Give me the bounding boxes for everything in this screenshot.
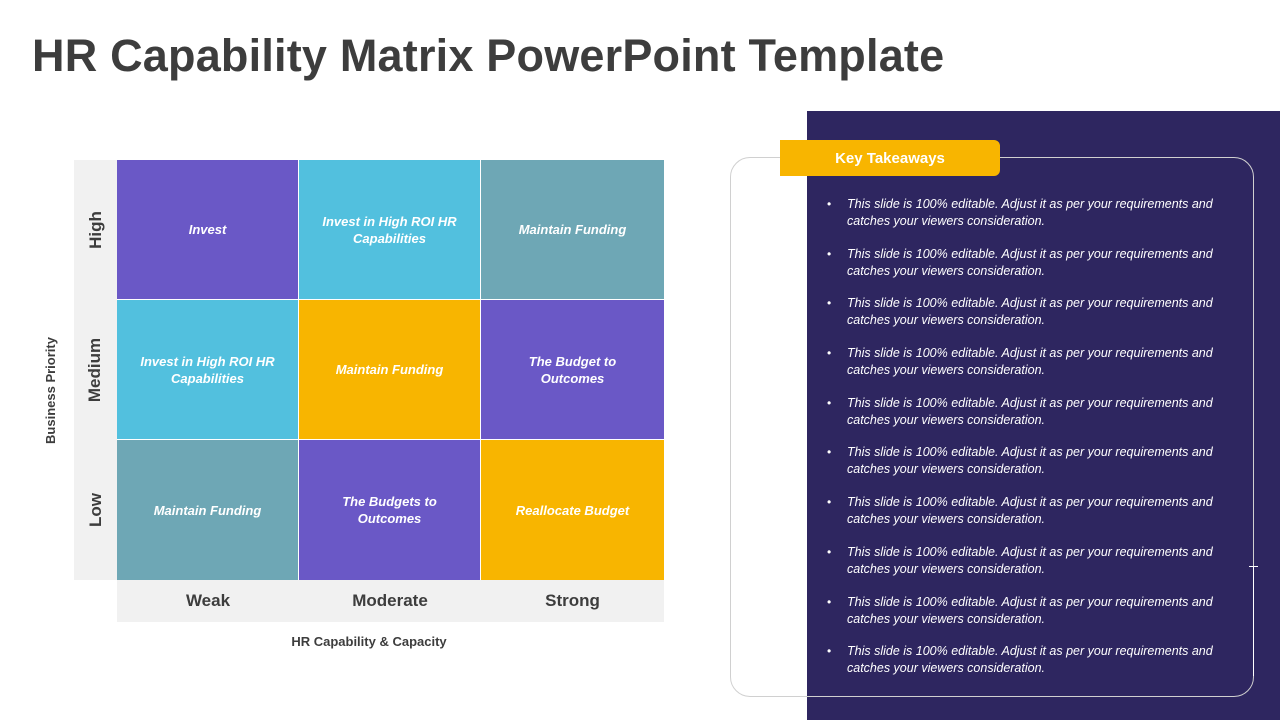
takeaway-text: This slide is 100% editable. Adjust it a… xyxy=(847,197,1213,228)
takeaway-text: This slide is 100% editable. Adjust it a… xyxy=(847,594,1213,626)
takeaway-item: • This slide is 100% editable. Adjust it … xyxy=(827,544,1227,594)
matrix-cell-low-moderate: The Budgets to Outcomes xyxy=(299,440,481,580)
key-takeaways-tag: Key Takeaways xyxy=(780,140,1000,176)
takeaway-item: • This slide is 100% editable. Adjust it … xyxy=(827,295,1227,345)
takeaway-item: • This slide is 100% editable. Adjust it … xyxy=(827,594,1227,644)
matrix-cell-medium-moderate: Maintain Funding xyxy=(299,300,481,440)
matrix-cell-medium-weak: Invest in High ROI HR Capabilities xyxy=(117,300,299,440)
bullet-dot-icon: • xyxy=(827,197,832,211)
bullet-dot-icon: • xyxy=(827,296,832,311)
takeaway-text: This slide is 100% editable. Adjust it a… xyxy=(847,346,1213,378)
bullet-dot-icon: • xyxy=(827,445,832,460)
y-axis-title-text: Business Priority xyxy=(42,336,58,444)
capability-matrix: Invest Invest in High ROI HR Capabilitie… xyxy=(117,160,664,580)
column-label-moderate: Moderate xyxy=(352,591,428,610)
takeaway-text: This slide is 100% editable. Adjust it a… xyxy=(847,544,1213,576)
y-axis-title: Business Priority xyxy=(30,337,70,444)
bullet-dot-icon: • xyxy=(827,495,832,510)
matrix-cell-high-strong: Maintain Funding xyxy=(481,160,664,300)
takeaway-item: • This slide is 100% editable. Adjust it … xyxy=(827,345,1227,395)
takeaway-item: • This slide is 100% editable. Adjust it … xyxy=(827,643,1227,693)
matrix-cell-low-strong: Reallocate Budget xyxy=(481,440,664,580)
takeaway-text: This slide is 100% editable. Adjust it a… xyxy=(847,644,1213,676)
takeaways-list: • This slide is 100% editable. Adjust it … xyxy=(827,196,1227,693)
bullet-dot-icon: • xyxy=(827,544,832,559)
takeaway-text: This slide is 100% editable. Adjust it a… xyxy=(847,296,1213,328)
matrix-cell-low-weak: Maintain Funding xyxy=(117,440,299,580)
takeaway-text: This slide is 100% editable. Adjust it a… xyxy=(847,495,1213,527)
bullet-dot-icon: • xyxy=(827,395,832,410)
y-axis-band xyxy=(74,160,117,580)
takeaway-item: • This slide is 100% editable. Adjust it … xyxy=(827,246,1227,296)
bullet-dot-icon: • xyxy=(827,594,832,609)
matrix-cell-medium-strong: The Budget to Outcomes xyxy=(481,300,664,440)
column-label-weak: Weak xyxy=(185,591,231,610)
bullet-dot-icon: • xyxy=(827,644,832,659)
x-axis-band xyxy=(117,580,664,622)
row-label-medium: Medium xyxy=(74,300,117,440)
column-label-strong: Strong xyxy=(545,591,600,610)
row-label-high: High xyxy=(74,160,117,300)
page-title: HR Capability Matrix PowerPoint Template xyxy=(32,30,945,81)
bullet-dot-icon: • xyxy=(827,246,832,261)
matrix-cell-high-moderate: Invest in High ROI HR Capabilities xyxy=(299,160,481,300)
row-label-medium-text: Medium xyxy=(85,337,105,403)
bullet-dot-icon: • xyxy=(827,346,832,361)
takeaway-text: This slide is 100% editable. Adjust it a… xyxy=(847,395,1213,427)
outline-highlight xyxy=(1253,566,1254,676)
takeaways-panel xyxy=(807,111,1280,720)
row-label-low: Low xyxy=(74,440,117,580)
takeaway-text: This slide is 100% editable. Adjust it a… xyxy=(847,445,1213,477)
row-label-low-text: Low xyxy=(85,493,105,527)
matrix-cell-high-weak: Invest xyxy=(117,160,299,300)
takeaway-item: • This slide is 100% editable. Adjust it … xyxy=(827,395,1227,445)
x-axis-title: HR Capability & Capacity xyxy=(291,634,447,649)
takeaway-text: This slide is 100% editable. Adjust it a… xyxy=(847,246,1213,278)
takeaway-item: • This slide is 100% editable. Adjust it … xyxy=(827,196,1227,246)
takeaway-item: • This slide is 100% editable. Adjust it … xyxy=(827,494,1227,544)
takeaway-item: • This slide is 100% editable. Adjust it … xyxy=(827,444,1227,494)
row-label-high-text: High xyxy=(85,211,105,249)
